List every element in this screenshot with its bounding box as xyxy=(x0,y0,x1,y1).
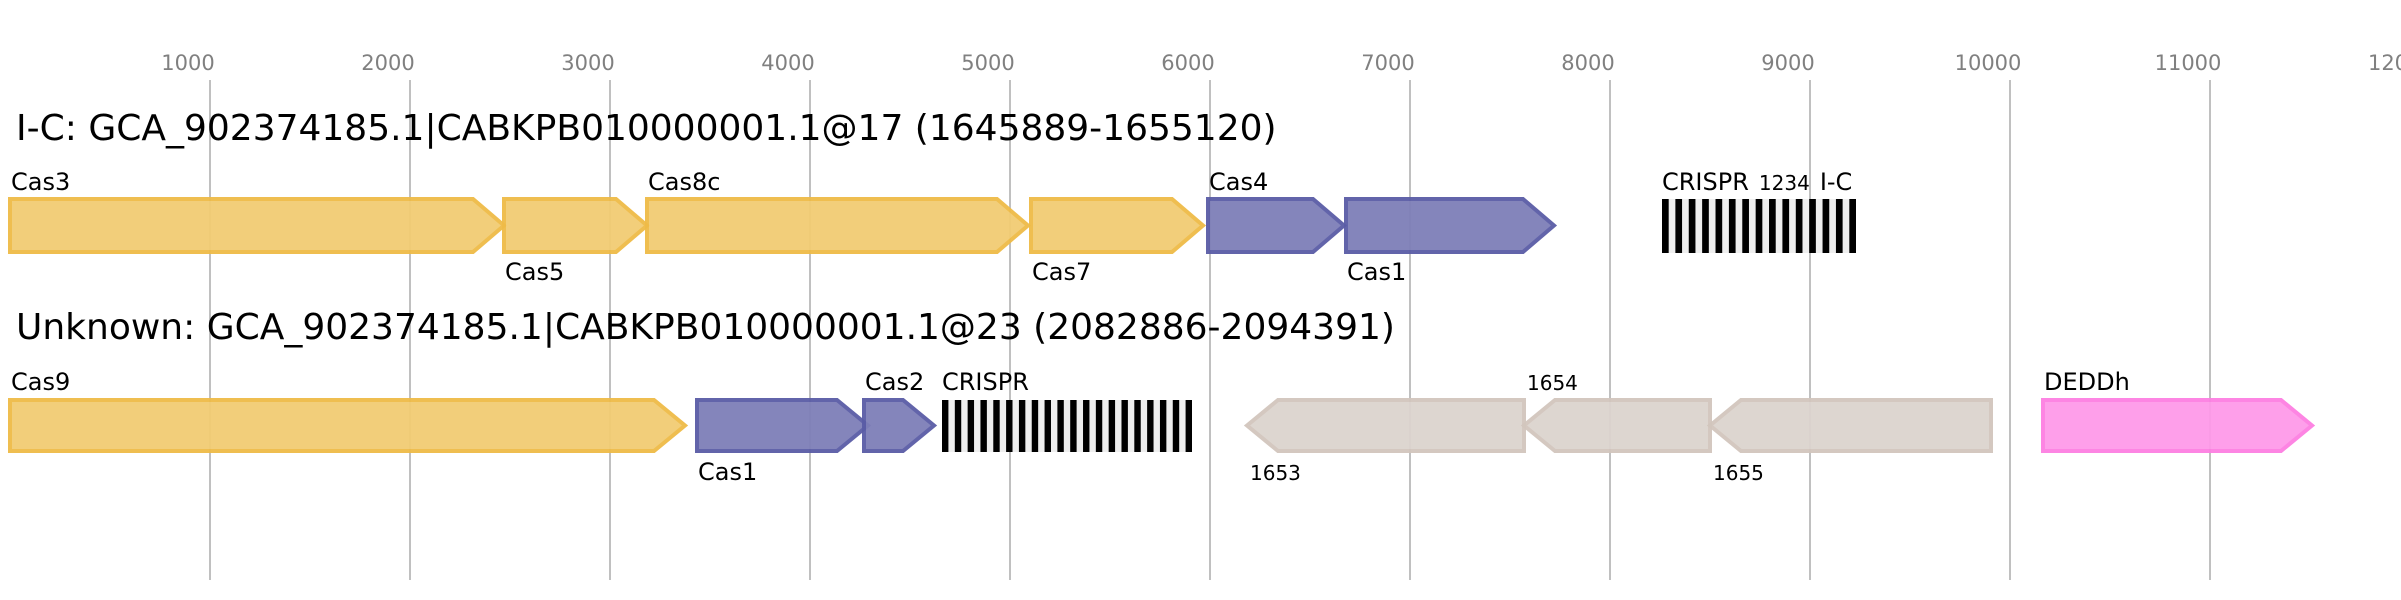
crispr-repeat xyxy=(1809,199,1816,253)
crispr-repeat xyxy=(1849,199,1856,253)
gene-arrow-1653[interactable] xyxy=(1243,398,1526,453)
gene-label: Cas2 xyxy=(865,368,924,396)
gene-arrow-cas5[interactable] xyxy=(502,197,651,254)
crispr-repeat xyxy=(1755,199,1763,253)
tick-label: 10000 xyxy=(1955,51,2022,75)
crispr-repeat xyxy=(954,400,962,452)
tick-label: 120 xyxy=(2368,51,2401,75)
crispr-repeat xyxy=(1835,199,1843,253)
crispr-repeat xyxy=(1147,400,1154,452)
tick-label: 1000 xyxy=(161,51,214,75)
crispr-repeat xyxy=(980,400,987,452)
gene-label: 1655 xyxy=(1713,461,1764,485)
gene-label: Cas5 xyxy=(505,258,564,286)
gene-label: Cas3 xyxy=(11,168,70,196)
crispr-repeat xyxy=(1702,199,1709,253)
tick-label: 4000 xyxy=(761,51,814,75)
crispr-repeat xyxy=(1070,400,1077,452)
crispr-repeat xyxy=(993,400,1000,452)
crispr-repeat xyxy=(1822,199,1830,253)
crispr-repeat xyxy=(1172,400,1180,452)
gene-label: DEDDh xyxy=(2044,368,2130,396)
crispr-array[interactable] xyxy=(942,400,1192,452)
crispr-repeat xyxy=(1044,400,1051,452)
crispr-repeat xyxy=(1662,199,1669,253)
gene-label: Cas9 xyxy=(11,368,70,396)
crispr-repeat xyxy=(1728,199,1736,253)
crispr-repeat xyxy=(1795,199,1803,253)
crispr-repeat xyxy=(1134,400,1141,452)
tick-label: 6000 xyxy=(1161,51,1214,75)
gene-label: Cas4 xyxy=(1209,168,1268,196)
crispr-type-label: I-C xyxy=(1820,168,1853,196)
crispr-repeat xyxy=(1688,199,1696,253)
gene-arrow-cas2[interactable] xyxy=(862,398,938,453)
crispr-label: CRISPR xyxy=(942,368,1029,396)
gene-label: Cas7 xyxy=(1032,258,1091,286)
gene-label: Cas8c xyxy=(648,168,720,196)
gene-arrow-deddh[interactable] xyxy=(2041,398,2316,453)
crispr-repeat xyxy=(1185,400,1192,452)
tick-label: 11000 xyxy=(2155,51,2222,75)
gene-arrow-1655[interactable] xyxy=(1706,398,1993,453)
crispr-repeat xyxy=(1083,400,1090,452)
crispr-repeat xyxy=(1675,199,1683,253)
gene-label: Cas1 xyxy=(1347,258,1406,286)
gene-arrow-cas1[interactable] xyxy=(1344,197,1558,254)
tick-label: 5000 xyxy=(961,51,1014,75)
crispr-repeat xyxy=(1095,400,1103,452)
gene-arrow-cas3[interactable] xyxy=(8,197,508,254)
crispr-repeat xyxy=(1715,199,1723,253)
axis: 1000 2000 3000 4000 5000 6000 7000 8000 9000 1000… xyxy=(161,51,2401,580)
gene-label: 1653 xyxy=(1250,461,1301,485)
crispr-repeat xyxy=(1769,199,1776,253)
gene-arrow-cas4[interactable] xyxy=(1206,197,1348,254)
tick-label: 2000 xyxy=(361,51,414,75)
crispr-label: CRISPR xyxy=(1662,168,1749,196)
crispr-repeat xyxy=(1121,400,1128,452)
crispr-repeat xyxy=(1031,400,1039,452)
crispr-repeat xyxy=(1057,400,1064,452)
gene-arrow-cas7[interactable] xyxy=(1029,197,1207,254)
crispr-repeat xyxy=(1108,400,1116,452)
crispr-repeat xyxy=(1782,199,1790,253)
tick-label: 9000 xyxy=(1761,51,1814,75)
tick-label: 8000 xyxy=(1561,51,1614,75)
tick-label: 3000 xyxy=(561,51,614,75)
crispr-repeat xyxy=(1006,400,1013,452)
crispr-repeat xyxy=(942,400,949,452)
locus-title-2: Unknown: GCA_902374185.1|CABKPB010000001… xyxy=(16,307,1395,348)
gene-label: Cas1 xyxy=(698,458,757,486)
crispr-repeat xyxy=(1159,400,1167,452)
gene-arrow-cas1[interactable] xyxy=(695,398,872,453)
crispr-count-label: 1234 xyxy=(1759,171,1810,195)
crispr-repeat xyxy=(967,400,975,452)
gene-arrow-cas9[interactable] xyxy=(8,398,689,453)
crispr-repeat xyxy=(1018,400,1026,452)
gene-label: 1654 xyxy=(1527,371,1578,395)
tick-label: 7000 xyxy=(1361,51,1414,75)
gene-arrow-cas8c[interactable] xyxy=(645,197,1032,254)
crispr-repeat xyxy=(1742,199,1749,253)
locus-title-1: I-C: GCA_902374185.1|CABKPB010000001.1@1… xyxy=(16,108,1277,149)
gene-arrow-1654[interactable] xyxy=(1520,398,1712,453)
